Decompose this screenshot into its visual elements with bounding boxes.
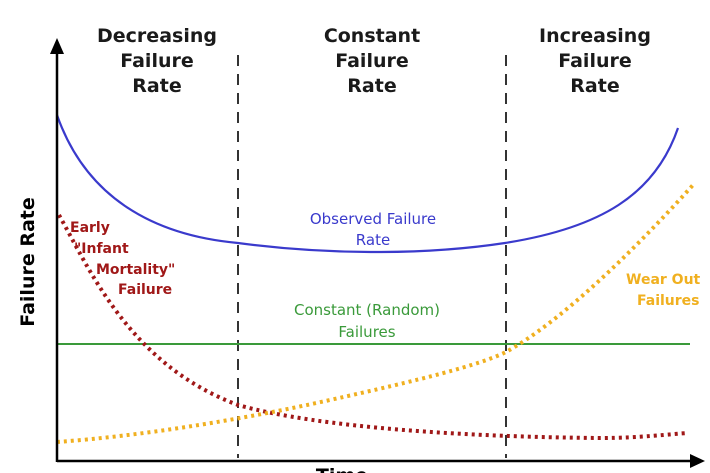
- svg-text:Constant (Random): Constant (Random): [294, 301, 440, 319]
- x-axis-title: Time: [316, 465, 368, 473]
- x-axis-arrow: [690, 454, 705, 468]
- svg-text:Wear Out: Wear Out: [626, 272, 701, 288]
- svg-text:Failure: Failure: [120, 50, 194, 72]
- svg-text:Rate: Rate: [132, 75, 181, 97]
- svg-text:Mortality": Mortality": [96, 262, 175, 278]
- svg-text:Increasing: Increasing: [539, 25, 651, 47]
- svg-text:Constant: Constant: [324, 25, 420, 47]
- series-line-wear-out: [56, 183, 695, 444]
- region-label-decreasing: Decreasing Failure Rate: [97, 25, 217, 97]
- svg-text:Failure: Failure: [118, 282, 172, 298]
- svg-text:Observed Failure: Observed Failure: [310, 210, 436, 228]
- svg-text:Rate: Rate: [570, 75, 619, 97]
- svg-text:Failures: Failures: [637, 293, 700, 309]
- svg-text:Rate: Rate: [356, 231, 390, 249]
- series-label-observed: Observed Failure Rate: [310, 210, 436, 249]
- series-label-wear-out: Wear Out Failures: [626, 272, 701, 309]
- svg-text:Early: Early: [70, 220, 110, 236]
- svg-text:Decreasing: Decreasing: [97, 25, 217, 47]
- series-label-constant: Constant (Random) Failures: [294, 301, 440, 341]
- svg-text:Failure: Failure: [335, 50, 409, 72]
- series-line-infant-mortality: [57, 214, 689, 441]
- svg-text:Failure: Failure: [558, 50, 632, 72]
- region-label-increasing: Increasing Failure Rate: [539, 25, 651, 97]
- series-label-infant: Early "Infant Mortality" Failure: [70, 220, 175, 298]
- y-axis-title: Failure Rate: [17, 197, 39, 327]
- series-line-observed-failure-rate: [55, 114, 680, 254]
- y-axis-arrow: [50, 38, 64, 54]
- svg-text:"Infant: "Infant: [74, 241, 129, 257]
- region-label-constant: Constant Failure Rate: [324, 25, 420, 97]
- svg-text:Rate: Rate: [347, 75, 396, 97]
- svg-text:Failures: Failures: [338, 323, 395, 341]
